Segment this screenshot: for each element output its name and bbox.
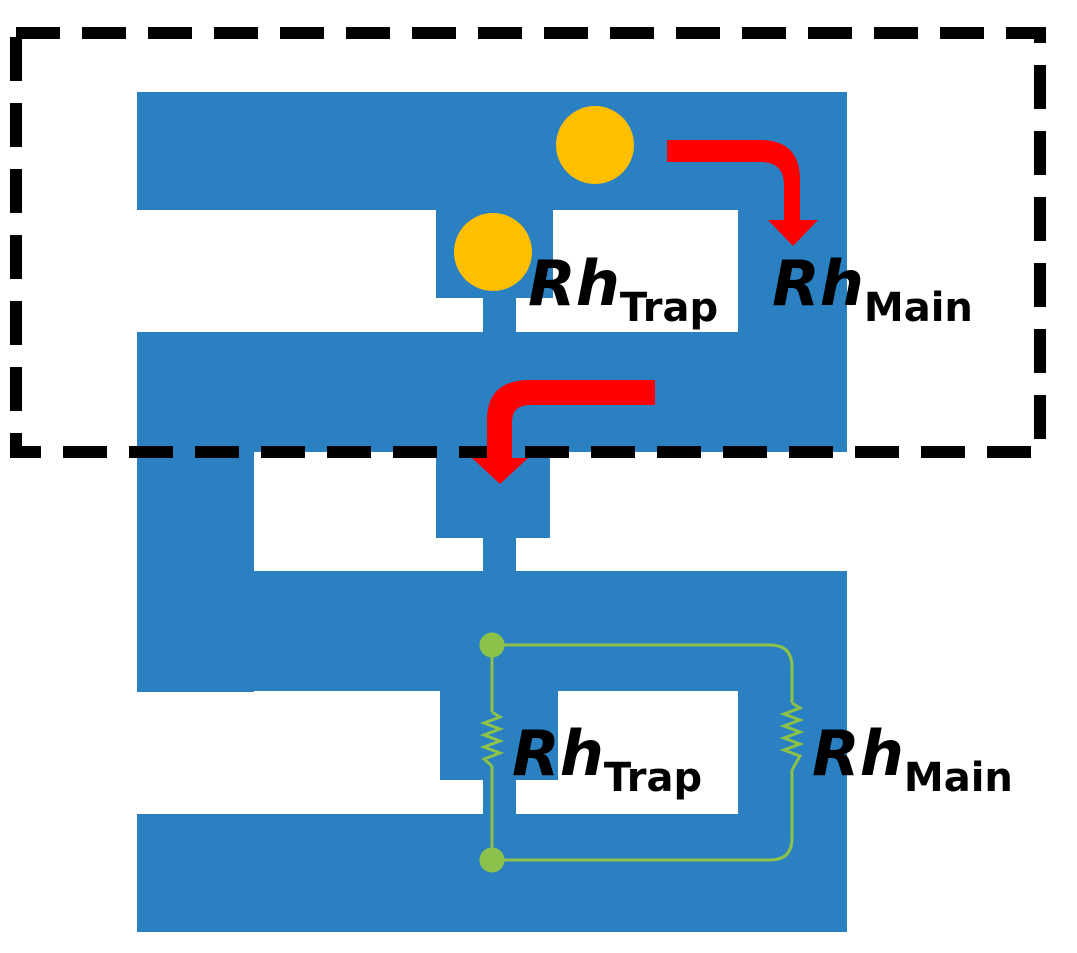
label-top-trap-sub: Trap (620, 285, 718, 331)
label-top-main-main: Rh (772, 247, 864, 320)
circuit-node-bottom (479, 847, 505, 873)
channel-trap-pocket-bottom (440, 688, 558, 780)
equivalent-circuit (479, 632, 805, 873)
opening-bottom-main (558, 691, 738, 814)
flow-arrow-icon (667, 140, 818, 246)
label-bottom-main: RhMain (812, 717, 1013, 801)
circuit-top-wire (492, 643, 794, 703)
channel-trap-neck-top (483, 290, 516, 338)
label-top-main-sub: Main (864, 285, 973, 331)
circuit-node-top (479, 632, 505, 658)
label-bottom-trap-main: Rh (512, 717, 604, 790)
label-top-main: RhMain (772, 247, 973, 331)
channel-openings (516, 210, 738, 814)
opening-bottom-trap-gap (516, 780, 558, 814)
channel-trap-neck-mid (483, 530, 516, 575)
resistor-icon (779, 701, 805, 771)
label-top-trap: RhTrap (528, 247, 718, 331)
particle-icon (556, 106, 634, 184)
label-top-trap-main: Rh (528, 247, 620, 320)
particle-icon (454, 213, 532, 291)
channel-trap-neck-bottom (483, 775, 516, 820)
opening-top-main (553, 210, 738, 332)
label-bottom-trap-sub: Trap (604, 755, 702, 801)
resistor-icon (479, 710, 505, 768)
flow-arrow-icon (472, 380, 655, 484)
label-bottom-main-sub: Main (904, 755, 1013, 801)
dashed-boundary-box (10, 27, 1046, 458)
label-bottom-trap: RhTrap (512, 717, 702, 801)
opening-top-trap-gap (516, 298, 553, 332)
label-bottom-main-main: Rh (812, 717, 904, 790)
circuit-bottom-wire (492, 770, 794, 862)
